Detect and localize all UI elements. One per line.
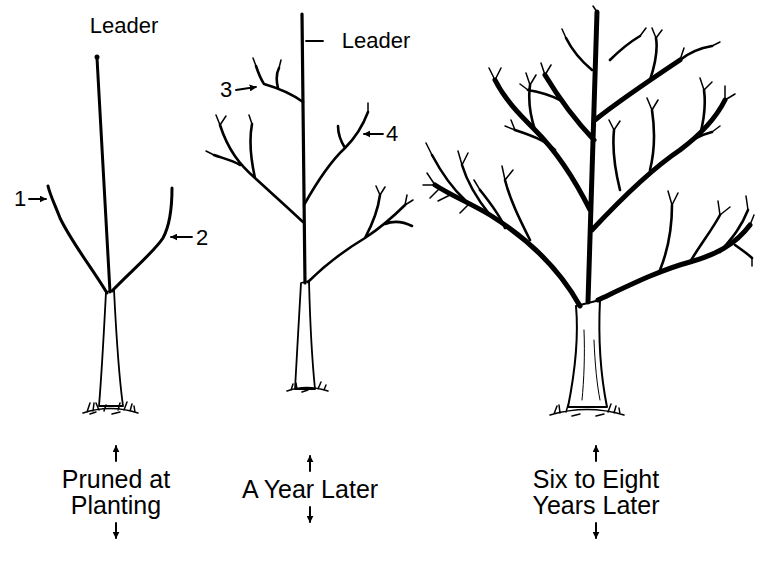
leader-label: Leader bbox=[342, 29, 411, 52]
stage-caption: A Year Later bbox=[242, 476, 378, 502]
stage-caption: Pruned at Planting bbox=[41, 466, 191, 519]
leader-line bbox=[306, 40, 323, 42]
twig bbox=[206, 58, 413, 205]
tree-trunk bbox=[295, 281, 315, 389]
leader-branch bbox=[302, 14, 305, 283]
main-limb bbox=[435, 12, 750, 306]
ground-grass bbox=[550, 404, 624, 416]
branch bbox=[432, 36, 752, 270]
callout-arrow bbox=[29, 198, 46, 200]
scaffold-branch bbox=[48, 186, 172, 293]
callout-number: 2 bbox=[196, 226, 208, 249]
leader-label: Leader bbox=[90, 14, 159, 37]
leader-branch bbox=[97, 58, 110, 292]
stage-caption: Six to Eight Years Later bbox=[521, 466, 671, 519]
callout-arrow bbox=[171, 236, 192, 238]
leader-tip bbox=[95, 55, 100, 60]
callout-arrow bbox=[364, 133, 383, 135]
caption-arrow bbox=[595, 523, 597, 538]
caption-arrow bbox=[309, 456, 311, 471]
callout-number: 4 bbox=[386, 122, 398, 145]
trunk-shading bbox=[582, 330, 600, 400]
callout-number: 3 bbox=[220, 78, 232, 101]
caption-arrow bbox=[115, 523, 117, 538]
scaffold-branch bbox=[214, 66, 412, 282]
ground-grass bbox=[83, 402, 138, 414]
caption-arrow bbox=[309, 507, 311, 522]
tree-trunk bbox=[99, 290, 123, 406]
callout-arrow bbox=[236, 87, 256, 90]
ground-grass bbox=[287, 382, 328, 392]
caption-arrow bbox=[115, 446, 117, 461]
callout-number: 1 bbox=[14, 187, 26, 210]
twig bbox=[423, 6, 754, 266]
caption-arrow bbox=[595, 446, 597, 461]
tree-trunk bbox=[568, 300, 607, 407]
